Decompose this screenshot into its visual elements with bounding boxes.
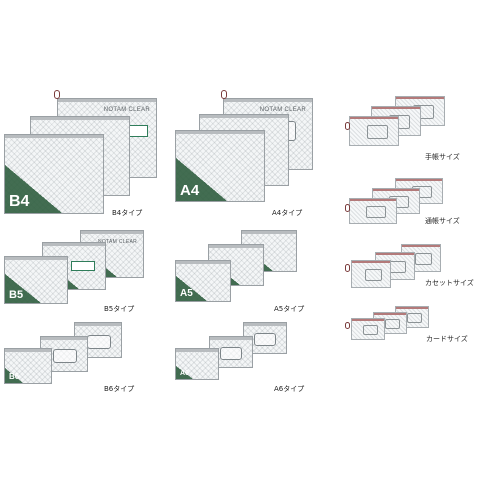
label-tag xyxy=(71,261,95,271)
zipper-pull-icon xyxy=(345,204,350,212)
size-label: B4 xyxy=(9,193,30,210)
sketch-illustration xyxy=(87,335,111,349)
caption-cassette-size: カセットサイズ xyxy=(425,279,474,287)
b6-pouch-group: B6 xyxy=(2,318,142,388)
caption-a5: A5タイプ xyxy=(274,305,305,313)
pouch-back xyxy=(74,322,122,358)
b4-pouch-group: NOTAM CLEAR B4 B4 B4 xyxy=(2,90,162,220)
pouch-front: B5 xyxy=(4,256,68,304)
passbook-size-group xyxy=(345,176,465,226)
sketch-illustration xyxy=(220,347,242,360)
size-label: B6 xyxy=(9,372,20,381)
size-label: A6 xyxy=(180,370,189,377)
pouch-front: A5 xyxy=(175,260,231,302)
pouch-front: B4 xyxy=(4,134,104,214)
pouch-front: A6 xyxy=(175,348,219,380)
zipper-pull-icon xyxy=(345,322,350,329)
zipper-pull-icon xyxy=(221,90,227,99)
brand-label: NOTAM CLEAR xyxy=(259,107,306,113)
caption-notebook-size: 手帳サイズ xyxy=(425,153,460,161)
notebook-size-group xyxy=(345,92,465,150)
caption-b6: B6タイプ xyxy=(104,385,135,393)
size-label: A4 xyxy=(180,182,200,199)
caption-b4: B4タイプ xyxy=(112,209,143,217)
brand-label: NOTAM CLEAR xyxy=(97,239,137,245)
a5-pouch-group: A5 A5 A5 xyxy=(175,228,325,310)
pouch-front: B6 xyxy=(4,348,52,384)
caption-passbook-size: 通帳サイズ xyxy=(425,217,460,225)
caption-b5: B5タイプ xyxy=(104,305,135,313)
sketch-illustration xyxy=(53,349,77,363)
card-size-group xyxy=(345,304,465,344)
caption-a6: A6タイプ xyxy=(274,385,305,393)
a6-pouch-group: A6 xyxy=(175,318,315,388)
zipper-pull-icon xyxy=(345,264,350,272)
sketch-illustration xyxy=(254,333,276,346)
brand-label: NOTAM CLEAR xyxy=(103,107,150,113)
caption-a4: A4タイプ xyxy=(272,209,303,217)
caption-card-size: カードサイズ xyxy=(426,335,468,343)
zipper-pull-icon xyxy=(345,122,350,130)
cassette-size-group xyxy=(345,242,465,290)
pouch-front: A4 xyxy=(175,130,265,202)
b5-pouch-group: NOTAM CLEAR B5 B5 B5 xyxy=(2,228,152,310)
size-label: B5 xyxy=(9,289,24,301)
size-label: A5 xyxy=(180,288,193,299)
a4-pouch-group: NOTAM CLEAR A4 A4 A4 xyxy=(175,90,335,220)
zipper-pull-icon xyxy=(54,90,60,99)
